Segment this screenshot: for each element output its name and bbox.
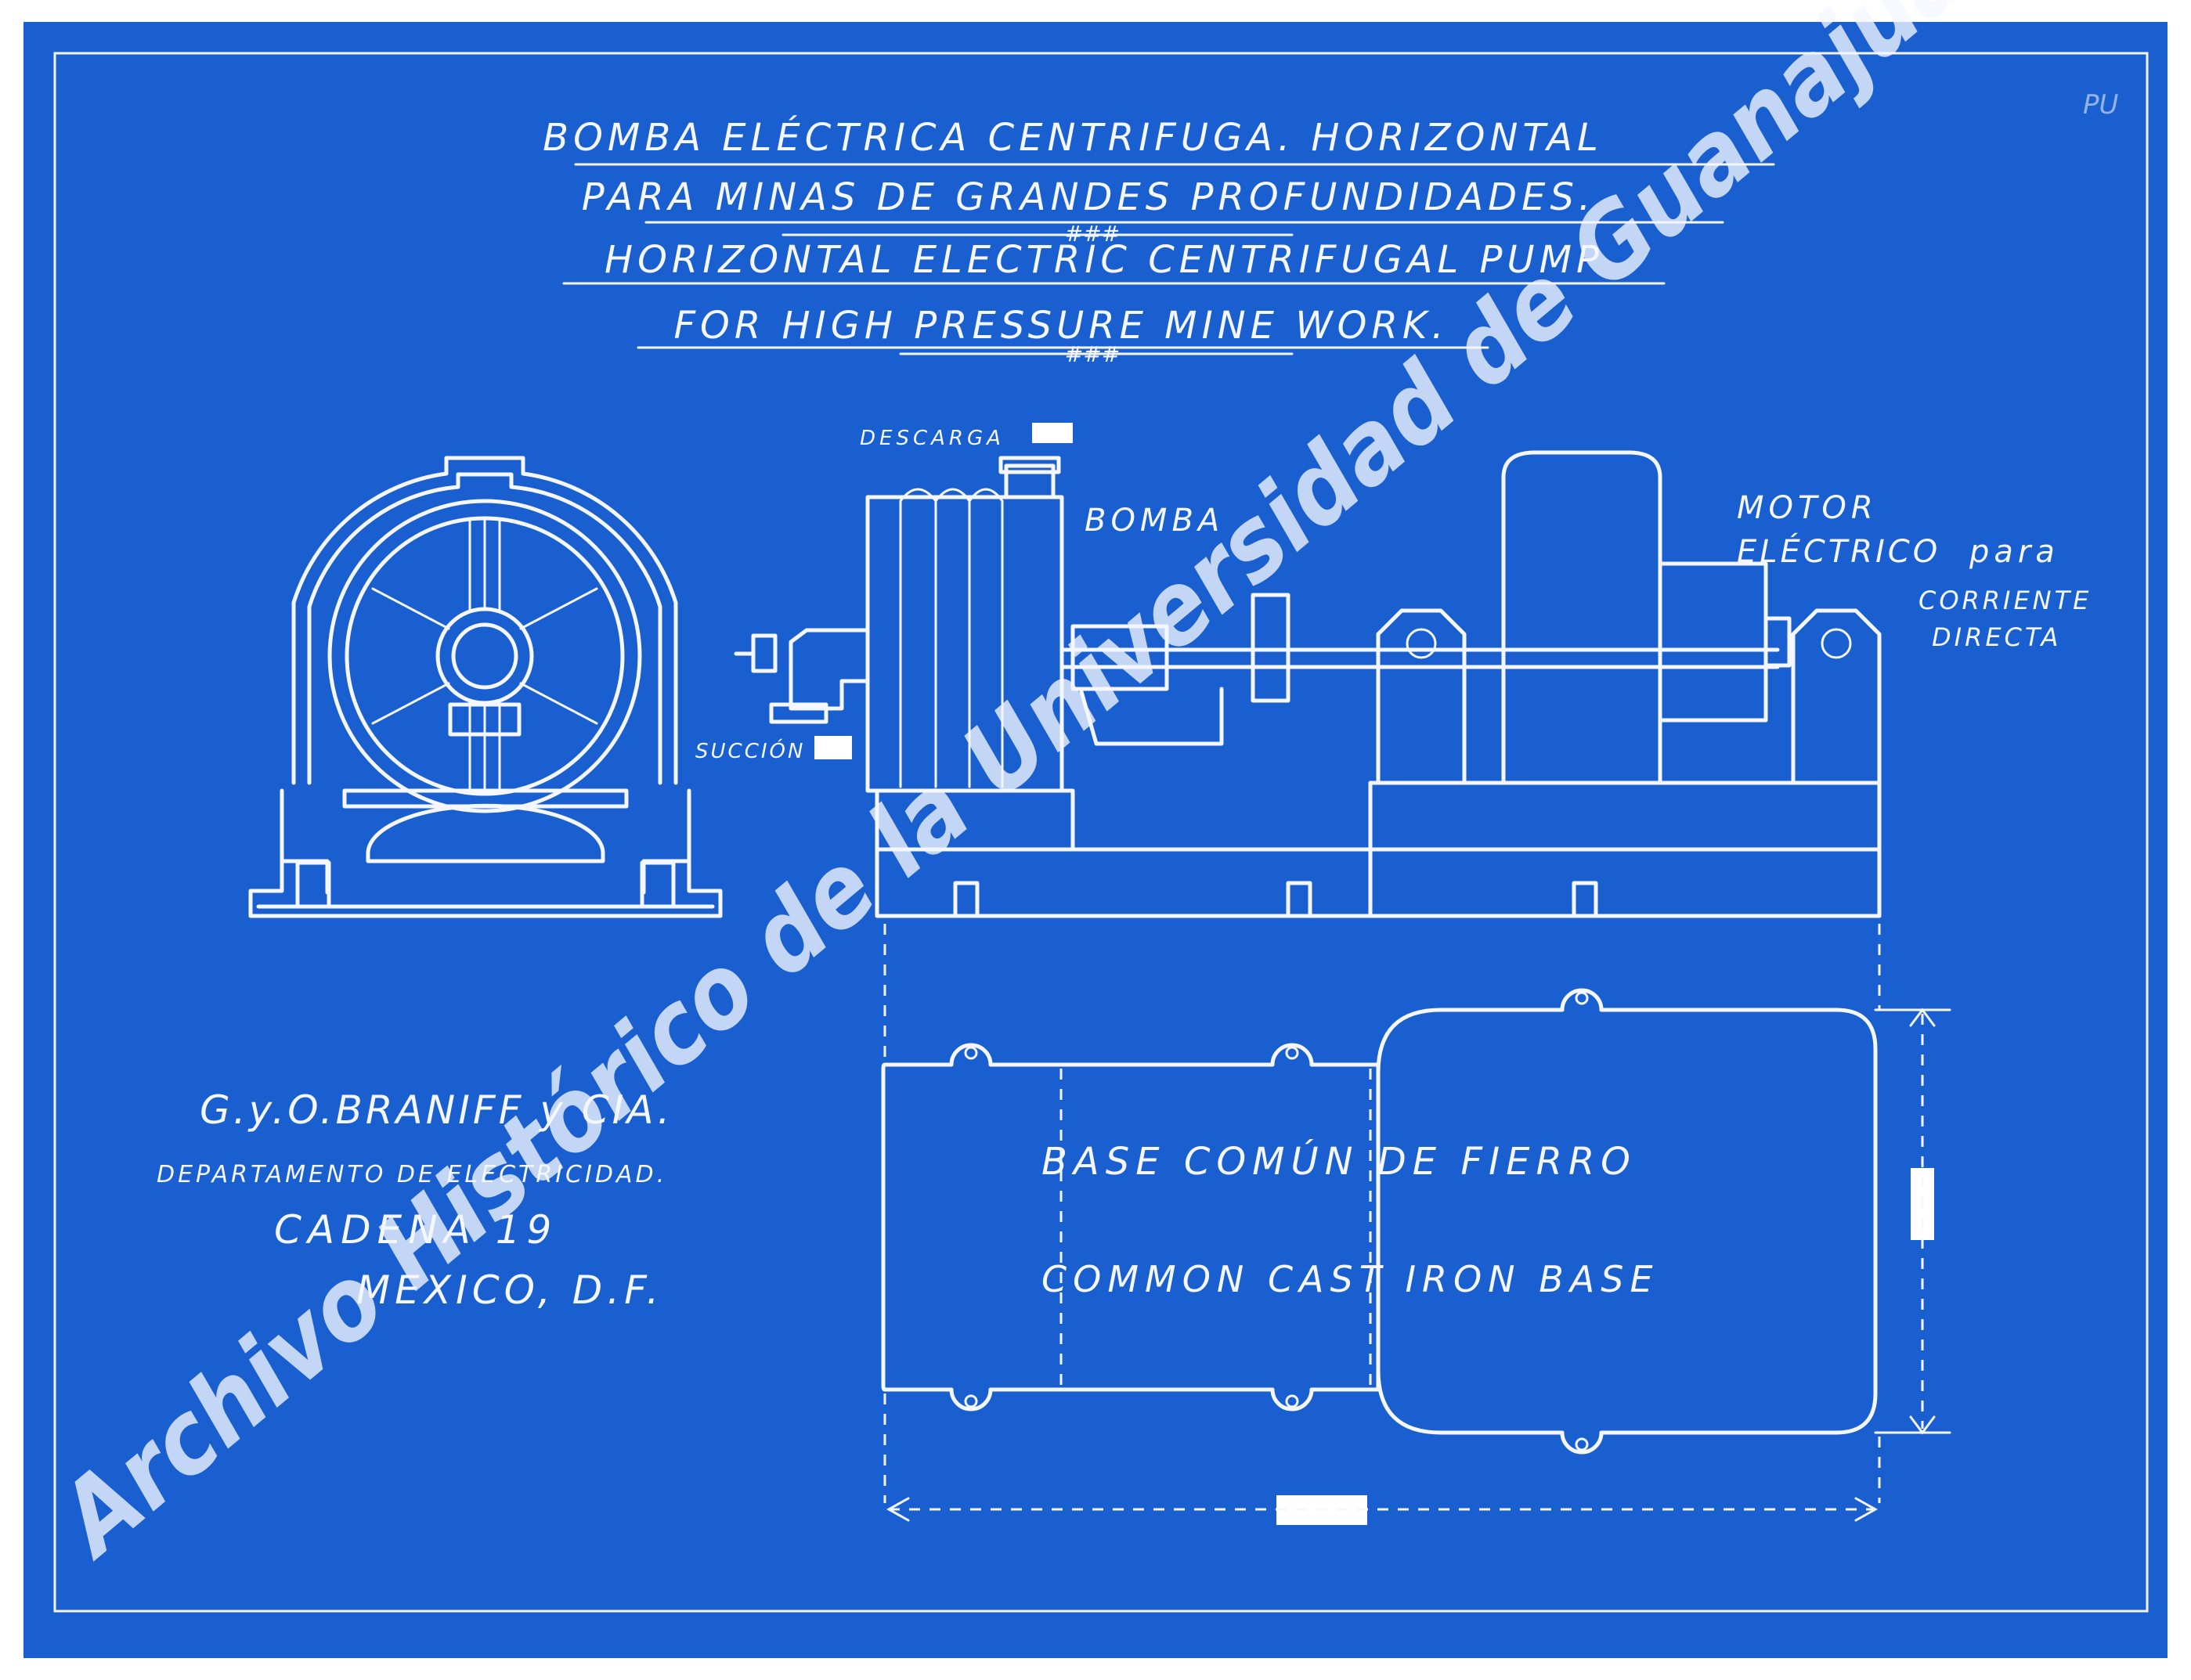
blueprint-sheet <box>23 22 2168 1658</box>
dimension-lines <box>886 1008 1936 1522</box>
title-es-line2: PARA MINAS DE GRANDES PROFUNDIDADES. <box>582 175 1595 219</box>
pump-motor-side-view <box>734 450 1882 918</box>
projection-lines <box>883 924 1951 1503</box>
pump-end-view <box>248 456 723 918</box>
motor-label-line2: ELÉCTRICO <box>1737 532 1940 570</box>
maker-department: DEPARTAMENTO DE ELECTRICIDAD. <box>157 1161 667 1188</box>
succion-marker <box>814 736 852 759</box>
title-block: BOMBA ELÉCTRICA CENTRIFUGA. HORIZONTAL P… <box>543 115 1775 367</box>
maker-company: G.y.O.BRANIFF y CIA. <box>200 1087 673 1133</box>
corner-mark: PU <box>2083 89 2119 121</box>
base-plan-view <box>881 988 1878 1455</box>
directa-label: DIRECTA <box>1932 622 2061 652</box>
border-frame <box>53 52 2149 1613</box>
title-es-line1: BOMBA ELÉCTRICA CENTRIFUGA. HORIZONTAL <box>543 115 1603 160</box>
maker-street: CADENA 19 <box>274 1207 558 1253</box>
base-label-en: COMMON CAST IRON BASE <box>1041 1258 1659 1300</box>
title-en-line1: HORIZONTAL ELECTRIC CENTRIFUGAL PUMP <box>605 238 1604 282</box>
motor-label-para: para <box>1969 534 2059 570</box>
descarga-marker <box>1032 423 1073 443</box>
base-label-es: BASE COMÚN DE FIERRO <box>1041 1139 1637 1184</box>
descarga-label: DESCARGA <box>860 427 1005 450</box>
maker-city: MEXICO, D.F. <box>356 1267 663 1313</box>
motor-label-line1: MOTOR <box>1737 490 1878 526</box>
succion-label: SUCCIÓN <box>695 738 805 763</box>
maker-block: G.y.O.BRANIFF y CIA. DEPARTAMENTO DE ELE… <box>157 1087 673 1313</box>
bomba-label: BOMBA <box>1085 503 1224 539</box>
title-en-line2: FOR HIGH PRESSURE MINE WORK. <box>673 304 1448 348</box>
corriente-label: CORRIENTE <box>1918 586 2092 615</box>
